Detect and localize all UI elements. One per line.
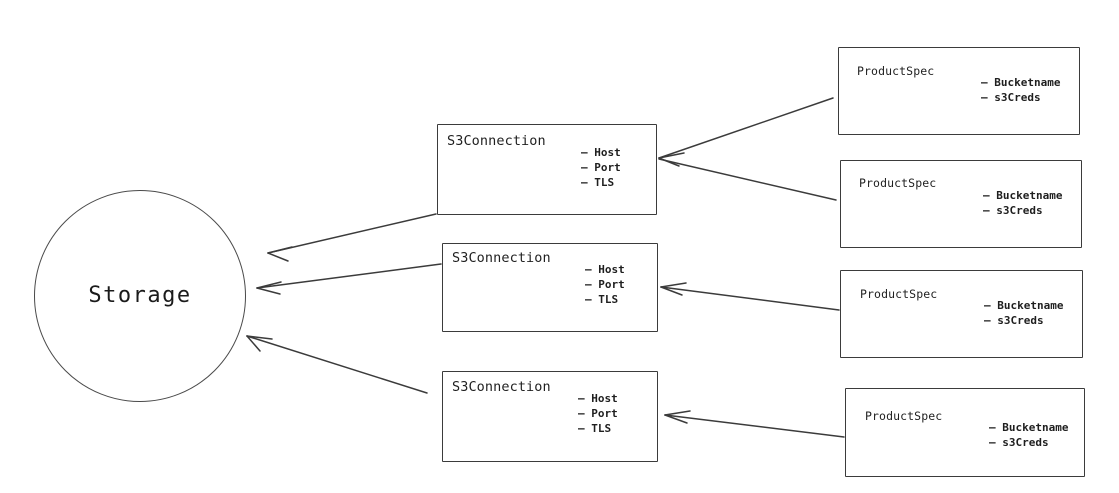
productspec-attrs-3: – Bucketname – s3Creds	[984, 298, 1063, 328]
attr-item: – Bucketname	[983, 189, 1063, 202]
s3connection-attrs-2: – Host – Port – TLS	[585, 262, 625, 307]
productspec-title-1: ProductSpec	[857, 64, 935, 78]
productspec-title-3: ProductSpec	[860, 287, 938, 301]
s3connection-node-3[interactable]	[442, 371, 658, 462]
attr-item: – Bucketname	[981, 76, 1061, 89]
productspec-attrs-2: – Bucketname – s3Creds	[983, 188, 1062, 218]
arrow-spec1-to-conn1	[658, 97, 834, 167]
attr-item: – s3Creds	[989, 436, 1049, 449]
arrow-spec3-to-conn2	[660, 282, 840, 311]
productspec-node-2[interactable]	[840, 160, 1082, 248]
attr-item: – Bucketname	[984, 299, 1064, 312]
attr-item: – TLS	[578, 422, 612, 435]
arrow-conn3-to-storage	[246, 335, 428, 394]
s3connection-title-3: S3Connection	[452, 379, 551, 395]
attr-item: – s3Creds	[981, 91, 1041, 104]
attr-item: – s3Creds	[984, 314, 1044, 327]
attr-item: – Bucketname	[989, 421, 1069, 434]
attr-item: – Port	[581, 161, 621, 174]
s3connection-node-1[interactable]	[437, 124, 657, 215]
productspec-title-4: ProductSpec	[865, 409, 943, 423]
attr-item: – s3Creds	[983, 204, 1043, 217]
attr-item: – Host	[581, 146, 621, 159]
arrow-conn1-to-storage	[267, 213, 437, 262]
storage-circle[interactable]	[34, 190, 246, 402]
arrow-conn2-to-storage	[256, 263, 442, 295]
attr-item: – Port	[578, 407, 618, 420]
s3connection-title-1: S3Connection	[447, 133, 546, 149]
s3connection-title-2: S3Connection	[452, 250, 551, 266]
attr-item: – Host	[585, 263, 625, 276]
productspec-title-2: ProductSpec	[859, 176, 937, 190]
productspec-node-3[interactable]	[840, 270, 1083, 358]
s3connection-attrs-3: – Host – Port – TLS	[578, 391, 618, 436]
s3connection-node-2[interactable]	[442, 243, 658, 332]
attr-item: – TLS	[585, 293, 619, 306]
arrow-spec2-to-conn1	[658, 158, 837, 201]
productspec-node-1[interactable]	[838, 47, 1080, 135]
s3connection-attrs-1: – Host – Port – TLS	[581, 145, 621, 190]
arrow-spec4-to-conn3	[664, 410, 845, 438]
attr-item: – TLS	[581, 176, 615, 189]
storage-label: Storage	[88, 283, 192, 308]
attr-item: – Host	[578, 392, 618, 405]
productspec-node-4[interactable]	[845, 388, 1085, 477]
attr-item: – Port	[585, 278, 625, 291]
productspec-attrs-1: – Bucketname – s3Creds	[981, 75, 1060, 105]
productspec-attrs-4: – Bucketname – s3Creds	[989, 420, 1068, 450]
